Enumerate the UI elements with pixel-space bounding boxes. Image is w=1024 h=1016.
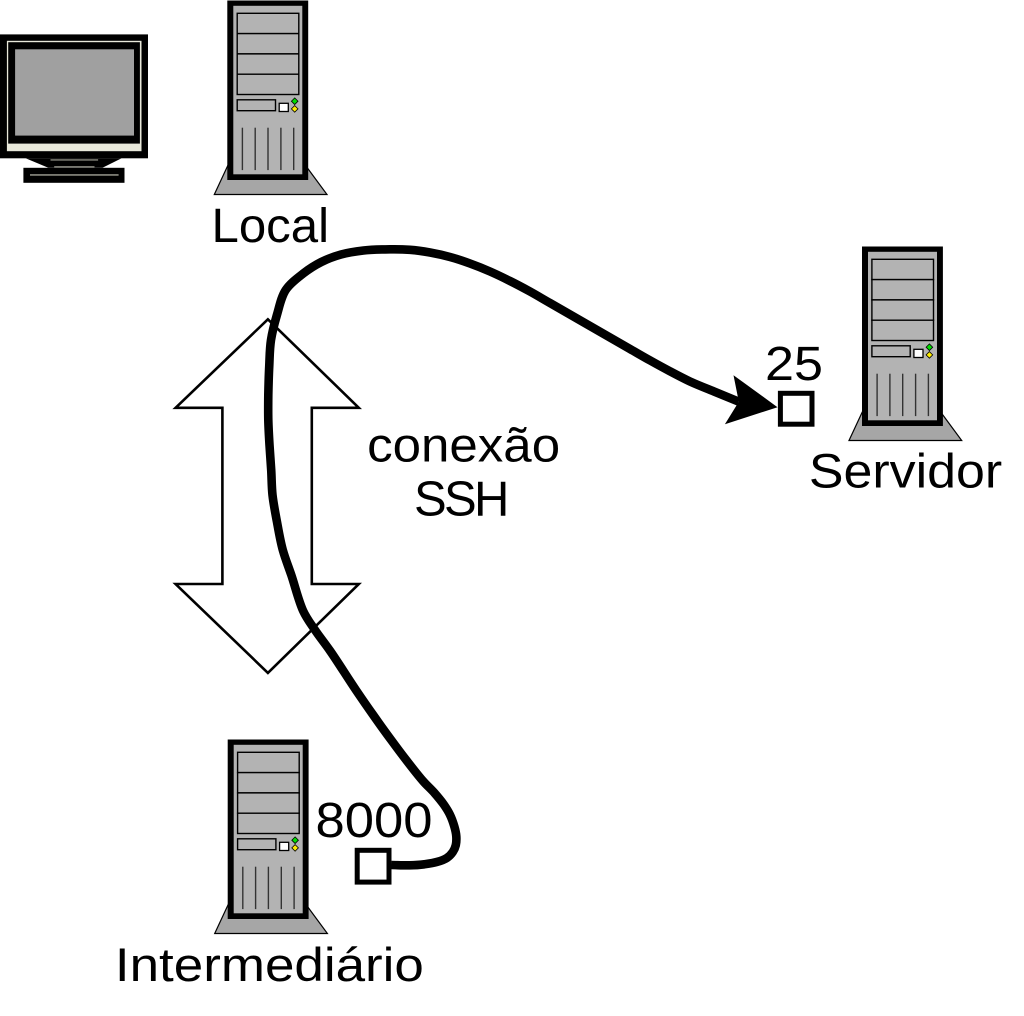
svg-text:SSH: SSH: [414, 473, 507, 527]
svg-text:Local: Local: [212, 200, 330, 253]
svg-text:conexão: conexão: [367, 420, 560, 473]
svg-text:8000: 8000: [316, 793, 433, 848]
svg-text:25: 25: [765, 337, 823, 391]
svg-text:Intermediário: Intermediário: [115, 938, 424, 991]
svg-text:Servidor: Servidor: [809, 446, 1002, 499]
